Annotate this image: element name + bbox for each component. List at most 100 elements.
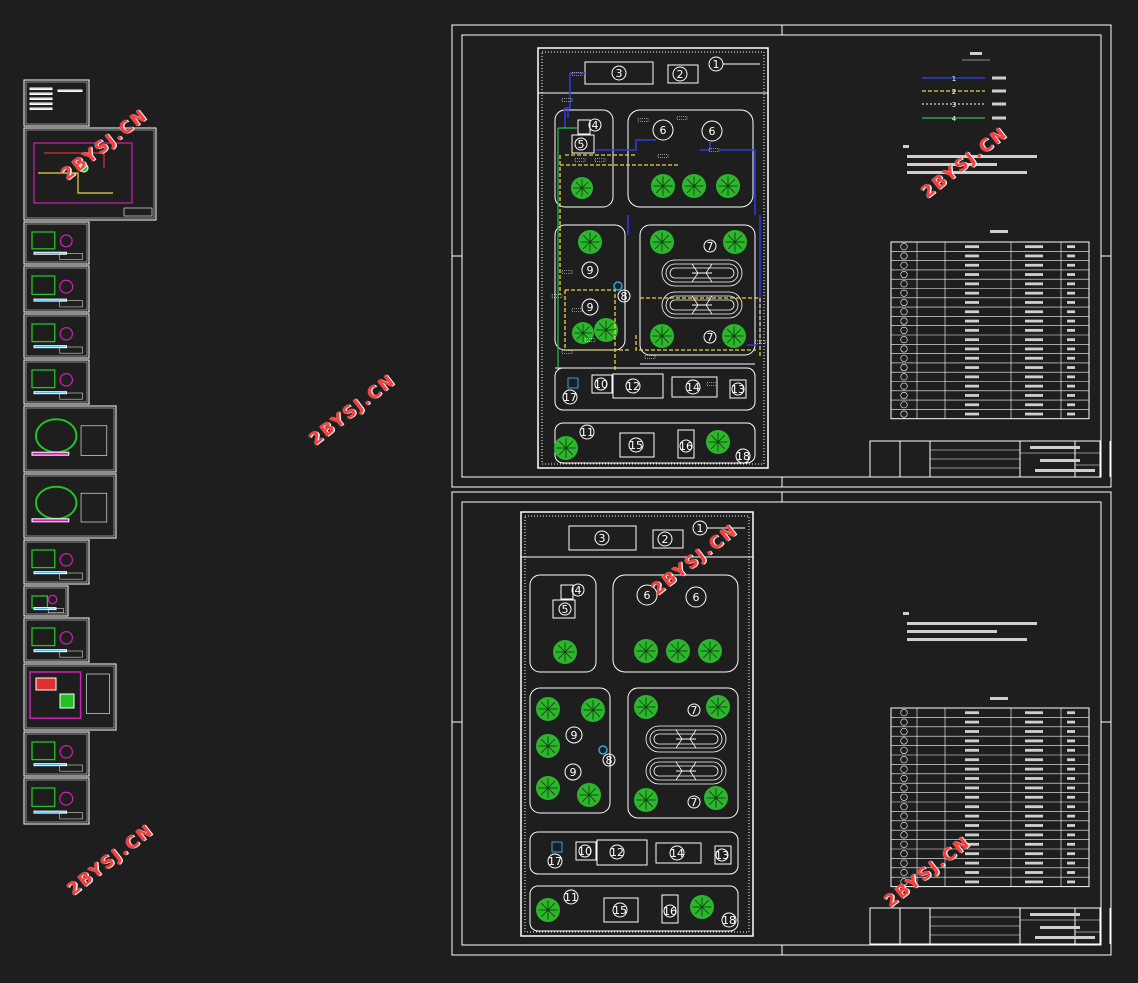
- title-block: [899, 440, 1111, 478]
- svg-text:10: 10: [578, 845, 592, 858]
- tree-symbol: [723, 230, 747, 254]
- oxidation-ditch: [645, 757, 727, 785]
- tree-symbol: [706, 430, 730, 454]
- pipe-green: [557, 127, 578, 368]
- label-15: 15: [612, 902, 628, 918]
- site-boundary: [520, 511, 754, 937]
- label-16: 16: [679, 439, 693, 453]
- svg-text:8: 8: [606, 754, 613, 767]
- tree-symbol: [722, 324, 746, 348]
- label-10: 10: [578, 844, 592, 858]
- svg-text:12: 12: [626, 380, 640, 393]
- label-15: 15: [628, 437, 644, 453]
- svg-text:18: 18: [722, 914, 736, 927]
- fence-line: [524, 515, 750, 933]
- building-14: [671, 376, 718, 398]
- label-4: 4: [571, 583, 585, 597]
- thumbnail-sheet-14: [23, 777, 90, 825]
- svg-text:3: 3: [599, 532, 606, 545]
- svg-text:17: 17: [548, 855, 562, 868]
- label-2: 2: [657, 531, 673, 547]
- facility-table: [890, 707, 1090, 888]
- building-10: [575, 841, 597, 861]
- svg-text:17: 17: [563, 391, 577, 404]
- svg-text:7: 7: [691, 796, 698, 809]
- label-6b: 6: [701, 120, 723, 142]
- site-boundary: [537, 47, 769, 469]
- thumbnail-sheet-3: [23, 221, 90, 265]
- label-5: 5: [574, 137, 588, 151]
- tree-symbol: [650, 230, 674, 254]
- label-4: 4: [588, 118, 602, 132]
- thumbnail-sheet-12: [23, 663, 117, 731]
- tree-symbol: [553, 640, 577, 664]
- svg-text:9: 9: [587, 301, 594, 314]
- tree-symbol: [577, 783, 601, 807]
- zone-b: [612, 574, 739, 673]
- thumbnail-sheet-7: [23, 405, 117, 473]
- label-7b: 7: [687, 795, 701, 809]
- well-symbol: [598, 745, 608, 755]
- label-6a: 6: [636, 584, 658, 606]
- tree-symbol: [650, 324, 674, 348]
- svg-text:9: 9: [571, 729, 578, 742]
- pipe-blue: [564, 72, 761, 346]
- oxidation-ditch: [645, 725, 727, 753]
- tree-symbol: [651, 174, 675, 198]
- design-notes: [903, 145, 1037, 174]
- well-symbol: [613, 281, 623, 291]
- label-9b: 9: [581, 298, 599, 316]
- building-12: [596, 839, 648, 866]
- svg-text:11: 11: [564, 891, 578, 904]
- thumbnail-sheet-11: [23, 617, 90, 663]
- label-7b: 7: [703, 330, 717, 344]
- label-7a: 7: [687, 703, 701, 717]
- svg-text:2: 2: [677, 68, 684, 81]
- oxidation-ditch: [661, 291, 743, 319]
- tree-symbol: [536, 776, 560, 800]
- svg-text:16: 16: [679, 440, 693, 453]
- svg-text:13: 13: [731, 383, 745, 396]
- thumbnail-strip[interactable]: [23, 79, 157, 825]
- building-15: [619, 432, 655, 458]
- svg-text:4: 4: [575, 584, 582, 597]
- label-18: 18: [735, 448, 751, 464]
- svg-text:4: 4: [592, 119, 599, 132]
- zone-f: [529, 885, 739, 932]
- svg-text:13: 13: [715, 849, 729, 862]
- label-12: 12: [625, 378, 641, 394]
- label-11: 11: [579, 424, 595, 440]
- label-17: 17: [562, 389, 578, 405]
- building-16: [677, 429, 695, 459]
- building-2: [652, 529, 684, 549]
- svg-text:16: 16: [663, 905, 677, 918]
- tree-symbol: [704, 786, 728, 810]
- svg-text:2: 2: [662, 533, 669, 546]
- pipe-yellow: [559, 154, 761, 370]
- building-15: [603, 897, 639, 923]
- zone-c: [529, 687, 611, 814]
- thumbnail-sheet-6: [23, 359, 90, 405]
- fence-line: [541, 51, 765, 465]
- label-6a: 6: [652, 119, 674, 141]
- building-13: [714, 845, 732, 865]
- svg-text:15: 15: [629, 439, 643, 452]
- label-3: 3: [594, 530, 610, 546]
- svg-text:1: 1: [697, 522, 704, 535]
- tree-symbol: [594, 318, 618, 342]
- label-6b: 6: [685, 586, 707, 608]
- tree-symbol: [698, 639, 722, 663]
- svg-text:18: 18: [736, 450, 750, 463]
- svg-text:15: 15: [613, 904, 627, 917]
- tree-symbol: [682, 174, 706, 198]
- thumbnail-sheet-5: [23, 313, 90, 359]
- building-2: [667, 64, 699, 84]
- label-13: 13: [715, 848, 729, 862]
- small-structure: [551, 841, 563, 853]
- svg-text:6: 6: [693, 591, 700, 604]
- zone-d: [627, 687, 739, 819]
- label-7a: 7: [703, 239, 717, 253]
